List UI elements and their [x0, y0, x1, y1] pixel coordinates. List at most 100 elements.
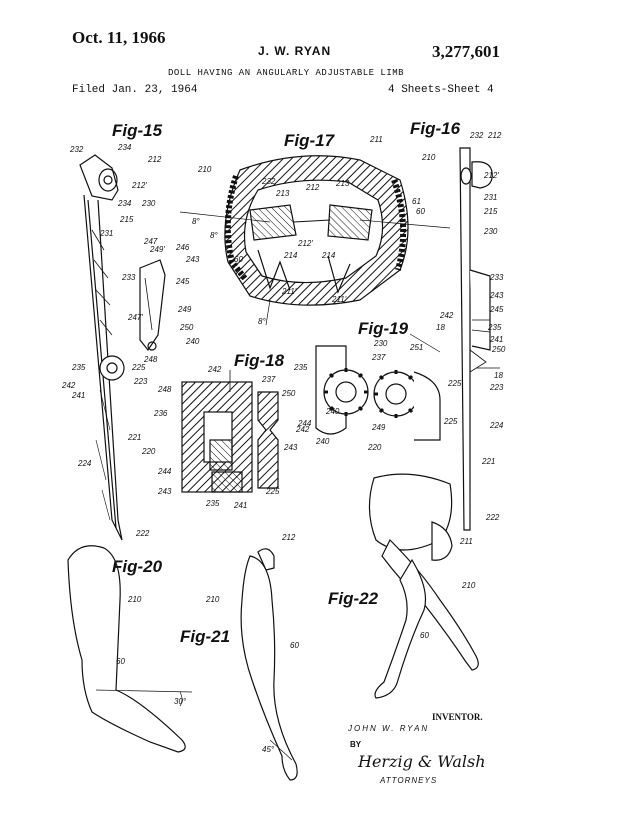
ref-label: 212 — [281, 533, 296, 542]
fig-18-drawing — [181, 370, 279, 493]
ref-label: 8° — [258, 317, 266, 326]
ref-label: 230 — [483, 227, 498, 236]
ref-label: 210 — [421, 153, 436, 162]
ref-label: 247' — [127, 313, 143, 322]
ref-label: 212' — [131, 181, 147, 190]
ref-label: 213 — [275, 189, 290, 198]
ref-label: 237 — [371, 353, 386, 362]
attorney-signature: Herzig & Walsh — [358, 752, 486, 771]
sheet-number: 4 Sheets-Sheet 4 — [388, 84, 494, 96]
fig-15-refs: 232 234 212 212' 234 230 215 231 247 249… — [61, 143, 200, 538]
ref-label: 212 — [147, 155, 162, 164]
inventor-label: INVENTOR. — [432, 712, 483, 722]
ref-label: 235 — [71, 363, 86, 372]
ref-label: 60 — [420, 631, 429, 640]
ref-label: 212' — [297, 239, 313, 248]
fig-22-drawing — [368, 473, 479, 699]
ref-label: 223 — [489, 383, 504, 392]
ref-label: 215 — [483, 207, 498, 216]
ref-label: 235 — [293, 363, 308, 372]
fig-16-label: Fig-16 — [410, 119, 461, 138]
fig-19-refs: 230 251 237 235 240 242 244 240 249 220 … — [293, 339, 458, 452]
ref-label: 214 — [321, 251, 336, 260]
fig-17-refs: 211 210 232 213 212 213 8° 212' 8° 60 21… — [192, 135, 425, 326]
fig-22-refs: 211 210 60 — [420, 537, 476, 640]
ref-label: 8° — [210, 231, 218, 240]
ref-label: 245 — [175, 277, 190, 286]
ref-label: 224 — [77, 459, 92, 468]
ref-label: 251 — [409, 343, 423, 352]
ref-label: 60 — [416, 207, 425, 216]
ref-label: 223 — [133, 377, 148, 386]
ref-label: 220 — [141, 447, 156, 456]
fig-19-drawing — [315, 333, 441, 441]
ref-label: 241 — [489, 335, 503, 344]
ref-label: 210 — [205, 595, 220, 604]
ref-label: 242 — [207, 365, 222, 374]
ref-label: 210 — [461, 581, 476, 590]
ref-label: 248 — [143, 355, 158, 364]
ref-label: 230 — [373, 339, 388, 348]
ref-label: 225 — [131, 363, 146, 372]
by-label: BY — [350, 740, 362, 749]
ref-label: 237 — [261, 375, 276, 384]
ref-label: 242 — [295, 425, 310, 434]
ref-label: 231 — [483, 193, 497, 202]
ref-label: 220 — [367, 443, 382, 452]
ref-label: 222 — [135, 529, 150, 538]
ref-label: 222 — [485, 513, 500, 522]
ref-label: 225 — [443, 417, 458, 426]
fig-20-refs: 210 60 30° — [116, 595, 187, 706]
ref-label: 234 — [117, 199, 132, 208]
inventor-name: JOHN W. RYAN — [348, 724, 430, 733]
fig-21-label: Fig-21 — [180, 627, 230, 646]
ref-label: 243 — [489, 291, 504, 300]
ref-label: 243 — [185, 255, 200, 264]
ref-label: 232 — [469, 131, 484, 140]
ref-label: 250 — [491, 345, 506, 354]
ref-label: 242 — [61, 381, 76, 390]
fig-17-label: Fig-17 — [284, 131, 336, 150]
ref-label: 240 — [325, 407, 340, 416]
ref-label: 244 — [157, 467, 172, 476]
ref-label: 60 — [234, 255, 243, 264]
ref-label: 249' — [149, 245, 165, 254]
ref-label: 30° — [174, 697, 187, 706]
fig-21-drawing — [240, 548, 298, 781]
ref-label: 243 — [283, 443, 298, 452]
ref-label: 232 — [261, 177, 276, 186]
ref-label: 61 — [412, 197, 421, 206]
ref-label: 235 — [487, 323, 502, 332]
fig-22-label: Fig-22 — [328, 589, 379, 608]
fig-21-refs: 212 210 60 45° — [205, 533, 299, 754]
ref-label: 211' — [281, 287, 297, 296]
ref-label: 232 — [69, 145, 84, 154]
ref-label: 214 — [283, 251, 298, 260]
ref-label: 248 — [157, 385, 172, 394]
ref-label: 211 — [369, 135, 383, 144]
ref-label: 236 — [153, 409, 168, 418]
ref-label: 243 — [157, 487, 172, 496]
ref-label: 246 — [175, 243, 190, 252]
ref-label: 8° — [192, 217, 200, 226]
ref-label: 221 — [481, 457, 495, 466]
fig-19-label: Fig-19 — [358, 319, 409, 338]
ref-label: 240 — [315, 437, 330, 446]
ref-label: 231 — [99, 229, 113, 238]
fig-15-drawing — [79, 154, 166, 541]
ref-label: 247 — [143, 237, 158, 246]
ref-label: 230 — [141, 199, 156, 208]
ref-label: 213 — [335, 179, 350, 188]
attorneys-label: ATTORNEYS — [380, 776, 438, 785]
patent-title: DOLL HAVING AN ANGULARLY ADJUSTABLE LIMB — [168, 68, 405, 78]
ref-label: 211' — [331, 295, 347, 304]
ref-label: 45° — [262, 745, 275, 754]
ref-label: 225 — [447, 379, 462, 388]
ref-label: 211 — [459, 537, 473, 546]
patent-number: 3,277,601 — [432, 42, 500, 61]
ref-label: 215 — [119, 215, 134, 224]
ref-label: 241 — [233, 501, 247, 510]
ref-label: 250 — [179, 323, 194, 332]
ref-label: 212 — [487, 131, 502, 140]
